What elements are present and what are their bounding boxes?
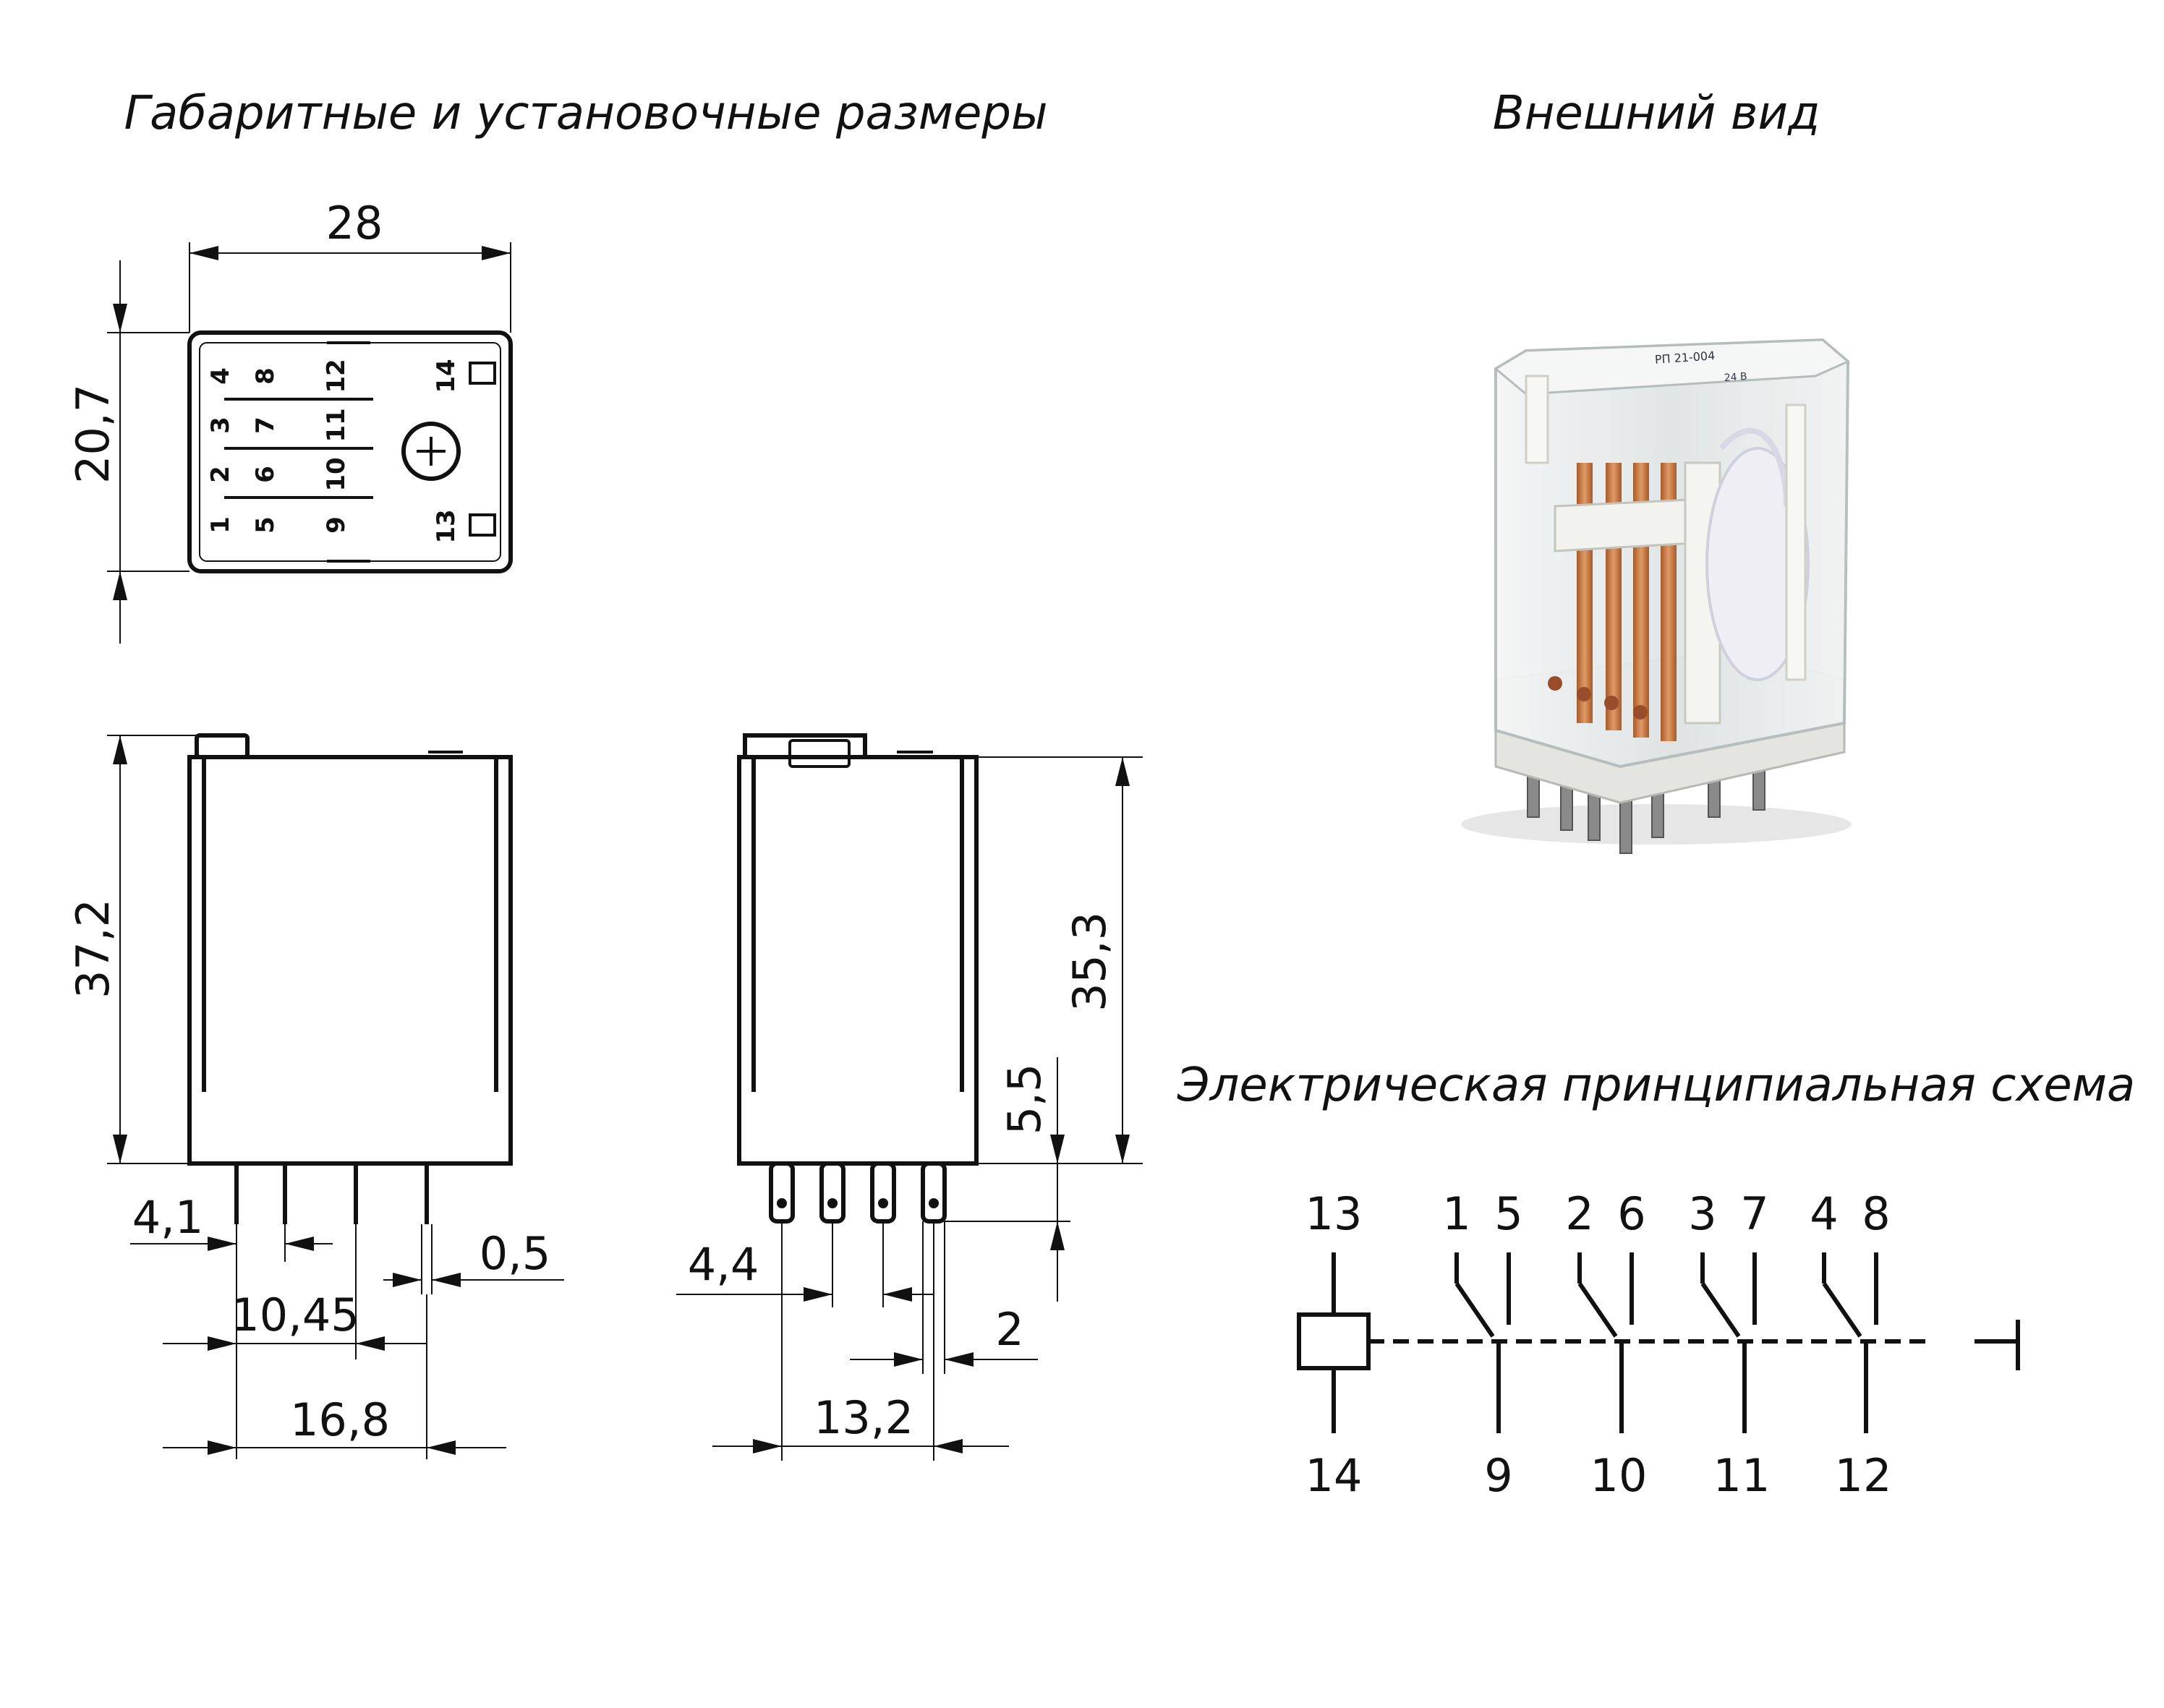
electrical-schematic: 13 14 1 5 9 2 6 10 3 <box>1297 1187 2020 1502</box>
relay-illustration: РП 21-004 24 В <box>1461 338 1852 854</box>
dim-pin-spacing-1: 10,45 <box>231 1289 359 1341</box>
contact-no-label: 8 <box>1862 1187 1890 1240</box>
front-pins <box>234 1163 429 1224</box>
pin-label-14: 14 <box>432 359 461 393</box>
contact-nc-label: 3 <box>1688 1187 1716 1240</box>
side-view: 35,3 5,5 4,4 2 13,2 <box>676 733 1143 1461</box>
dimensions-title: Габаритные и установочные размеры <box>124 87 1047 140</box>
side-pins <box>769 1161 947 1224</box>
dim-side-pin-spacing: 13,2 <box>814 1391 913 1444</box>
pin-label-3: 3 <box>206 417 235 434</box>
dim-top-height: 20,7 <box>67 384 119 484</box>
contact-group-4: 4 8 12 <box>1810 1187 1891 1502</box>
dim-front-height: 37,2 <box>67 899 119 999</box>
dim-side-pin-offset: 4,4 <box>688 1238 759 1291</box>
pin-label-7: 7 <box>251 417 280 434</box>
dim-top-width: 28 <box>326 197 383 249</box>
pin-label-1: 1 <box>206 516 235 534</box>
dim-pin-thickness: 0,5 <box>480 1227 551 1280</box>
pin-label-9: 9 <box>322 516 351 534</box>
coil-symbol <box>1297 1312 1371 1370</box>
coil-label-top: 13 <box>1305 1187 1363 1240</box>
contact-common-label: 11 <box>1713 1449 1771 1502</box>
dim-pin-offset: 4,1 <box>132 1191 204 1244</box>
screw-icon <box>401 422 461 481</box>
pin-label-8: 8 <box>251 367 280 385</box>
pin-label-4: 4 <box>206 367 235 385</box>
front-view: 37,2 4,1 0,5 10,45 <box>67 733 564 1459</box>
dim-side-pin-width: 2 <box>995 1303 1023 1356</box>
top-view: 28 20,7 4 8 12 3 7 11 2 6 10 1 5 <box>67 197 513 644</box>
contact-group-1: 1 5 9 <box>1442 1187 1522 1502</box>
pin-label-13: 13 <box>432 509 461 543</box>
contact-group-3: 3 7 11 <box>1688 1187 1770 1502</box>
dim-pin-length: 5,5 <box>998 1064 1051 1135</box>
contact-nc-label: 2 <box>1565 1187 1593 1240</box>
top-view-pin-labels: 4 8 12 3 7 11 2 6 10 1 5 9 14 13 <box>206 359 461 543</box>
pin-label-11: 11 <box>322 408 351 442</box>
contact-no-label: 7 <box>1740 1187 1768 1240</box>
coil-label-bottom: 14 <box>1305 1449 1363 1502</box>
pin-label-12: 12 <box>322 359 351 393</box>
dim-side-height: 35,3 <box>1063 912 1116 1012</box>
contact-common-label: 9 <box>1484 1449 1512 1502</box>
pin-label-10: 10 <box>322 457 351 491</box>
contact-common-label: 12 <box>1835 1449 1892 1502</box>
contact-no-label: 6 <box>1617 1187 1645 1240</box>
contact-common-label: 10 <box>1590 1449 1648 1502</box>
contact-nc-label: 4 <box>1810 1187 1838 1240</box>
dim-pin-spacing-2: 16,8 <box>290 1393 390 1446</box>
pin-label-5: 5 <box>251 516 280 534</box>
schematic-title: Электрическая принципиальная схема <box>1177 1059 2135 1112</box>
contact-nc-label: 1 <box>1442 1187 1470 1240</box>
contact-no-label: 5 <box>1494 1187 1522 1240</box>
pin-label-2: 2 <box>206 466 235 483</box>
contact-group-2: 2 6 10 <box>1565 1187 1647 1502</box>
svg-text:24 В: 24 В <box>1724 371 1747 384</box>
pin-label-6: 6 <box>251 466 280 483</box>
appearance-title: Внешний вид <box>1493 87 1820 140</box>
